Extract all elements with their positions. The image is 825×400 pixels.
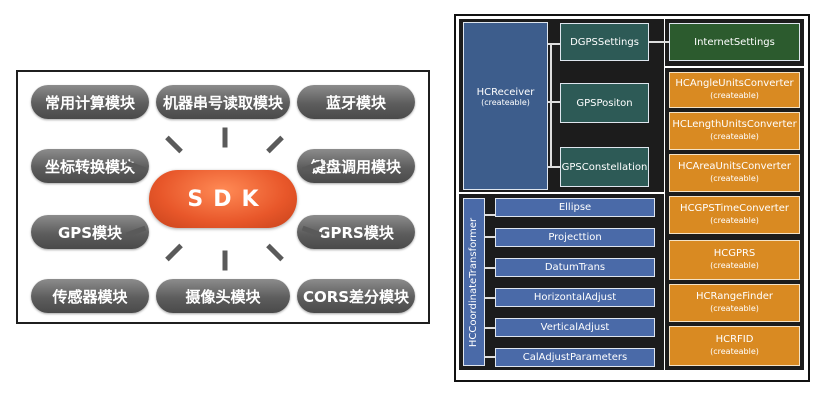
ellipse-box: Ellipse	[495, 198, 655, 217]
hcrfid-box: HCRFID (createable)	[669, 326, 800, 366]
connector	[548, 166, 560, 168]
connector	[485, 267, 495, 269]
converter-name: HCAngleUnitsConverter	[675, 78, 794, 89]
hcangleunitsconverter-box: HCAngleUnitsConverter (createable)	[669, 72, 800, 108]
ray	[165, 135, 183, 154]
datumtrans-box: DatumTrans	[495, 258, 655, 277]
ray	[222, 250, 228, 271]
caladjustparameters-box: CalAdjustParameters	[495, 348, 655, 367]
ray	[222, 127, 228, 148]
sdk-center: SDK	[149, 170, 297, 228]
module-sensor: 传感器模块	[31, 279, 149, 313]
sdk-module-diagram: 常用计算模块 机器串号读取模块 蓝牙模块 坐标转换模块 键盘调用模块 GPS模块…	[16, 70, 430, 324]
verticaladjust-box: VerticalAdjust	[495, 318, 655, 337]
hccoordinatetransformer-label: HCCoordinateTransformer	[468, 217, 480, 347]
ray	[165, 243, 183, 262]
hcreceiver-tag: (createable)	[481, 98, 530, 107]
ray	[266, 135, 284, 154]
connector	[485, 356, 495, 358]
module-common-calc: 常用计算模块	[31, 85, 149, 119]
converter-tag: (createable)	[710, 91, 759, 100]
converter-name: HCAreaUnitsConverter	[678, 161, 791, 172]
module-camera: 摄像头模块	[156, 279, 290, 313]
class-hierarchy-diagram: HCReceiver (createable) DGPSSettings GPS…	[454, 14, 810, 382]
connector	[548, 43, 560, 45]
hcreceiver-label: HCReceiver	[476, 87, 535, 98]
gpsconstellation-box: GPSConstellation	[560, 147, 649, 187]
gpspositon-box: GPSPositon	[560, 83, 649, 123]
converter-name: HCLengthUnitsConverter	[672, 119, 797, 130]
connector	[485, 214, 495, 216]
ray	[266, 243, 284, 262]
hcgpstimeconverter-box: HCGPSTimeConverter (createable)	[669, 196, 800, 234]
horizontaladjust-box: HorizontalAdjust	[495, 288, 655, 307]
converter-name: HCRangeFinder	[696, 291, 773, 302]
module-serial-read: 机器串号读取模块	[156, 85, 290, 119]
hcareaunitsconverter-box: HCAreaUnitsConverter (createable)	[669, 154, 800, 192]
converter-tag: (createable)	[710, 132, 759, 141]
converter-tag: (createable)	[710, 174, 759, 183]
hccoordinatetransformer-box: HCCoordinateTransformer	[463, 198, 485, 366]
projecttion-box: Projecttion	[495, 228, 655, 247]
module-cors: CORS差分模块	[297, 279, 415, 313]
hcrangefinder-box: HCRangeFinder (createable)	[669, 284, 800, 322]
dgpssettings-box: DGPSSettings	[560, 23, 649, 61]
internetsettings-box: InternetSettings	[669, 23, 800, 61]
transformer-group-bg	[459, 194, 664, 370]
hcgprs-box: HCGPRS (createable)	[669, 240, 800, 280]
converter-tag: (createable)	[710, 347, 759, 356]
hcreceiver-box: HCReceiver (createable)	[463, 22, 548, 190]
connector	[485, 236, 495, 238]
module-bluetooth: 蓝牙模块	[297, 85, 415, 119]
connector	[485, 297, 495, 299]
converter-name: HCGPSTimeConverter	[680, 203, 789, 214]
connector	[548, 101, 560, 103]
connector	[649, 41, 669, 43]
connector	[550, 43, 552, 168]
hclengthunitsconverter-box: HCLengthUnitsConverter (createable)	[669, 112, 800, 150]
connector	[485, 327, 495, 329]
converter-tag: (createable)	[710, 304, 759, 313]
converter-name: HCGPRS	[713, 248, 756, 259]
converter-tag: (createable)	[710, 216, 759, 225]
converter-tag: (createable)	[710, 261, 759, 270]
converter-name: HCRFID	[715, 334, 754, 345]
